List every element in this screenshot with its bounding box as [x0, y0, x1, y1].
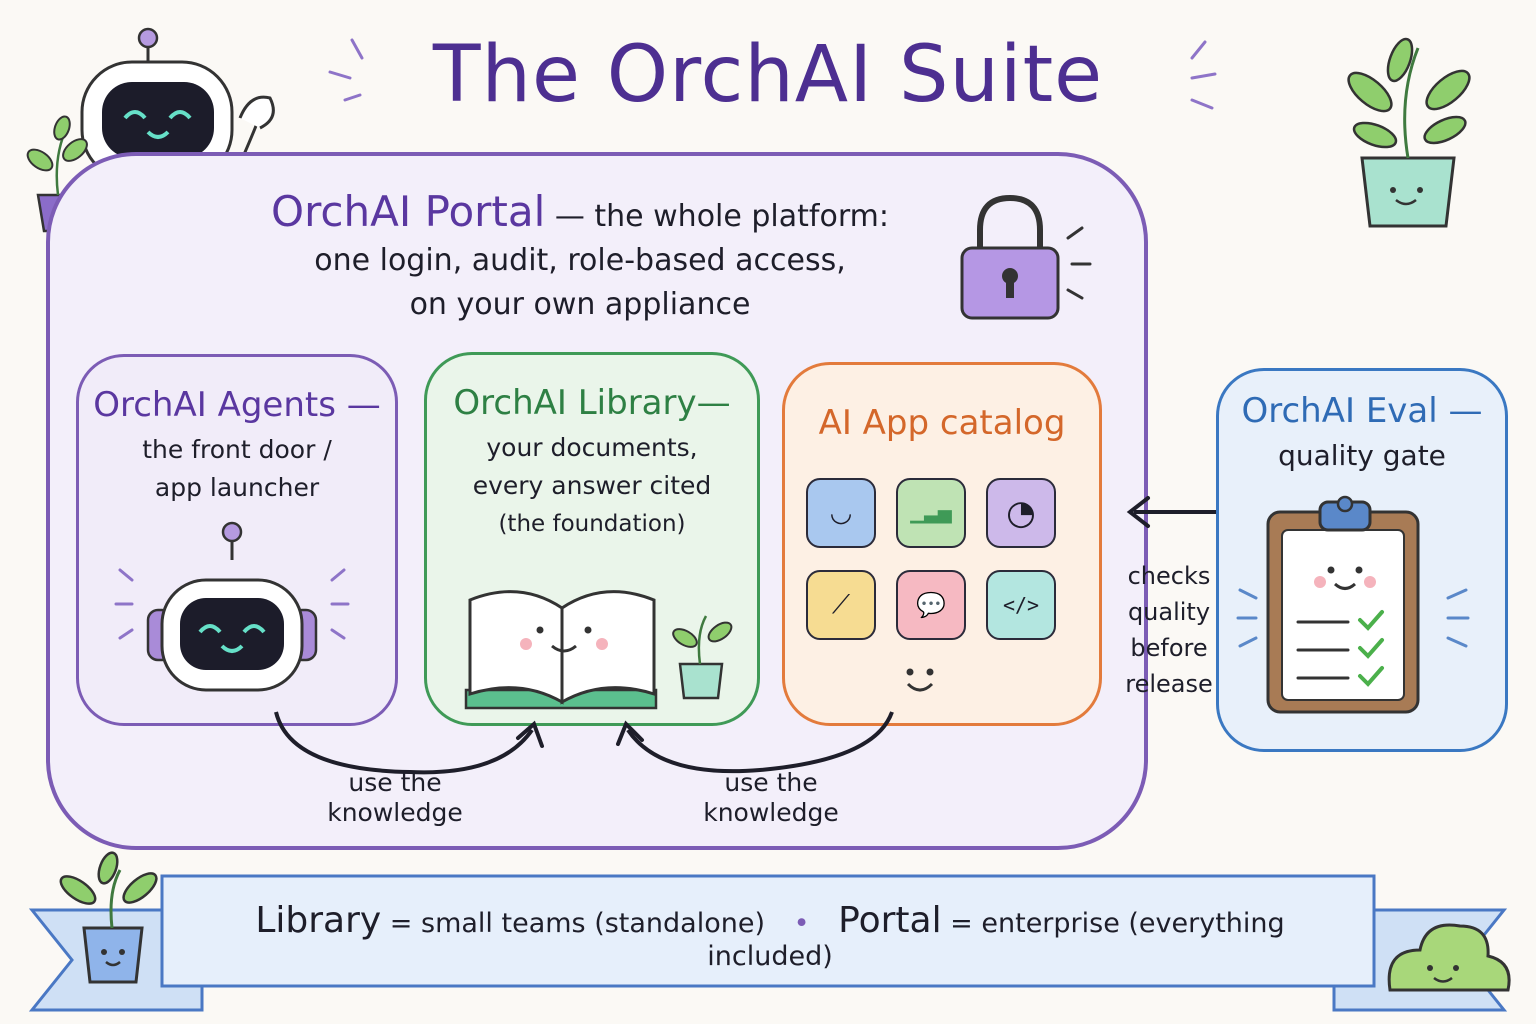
tile-glyph: </> [1002, 593, 1040, 617]
eval-arrow-label-line: before [1130, 634, 1208, 662]
robot-icon [114, 521, 350, 692]
catalog-title: AI App catalog [818, 403, 1066, 443]
smiley-icon[interactable]: ◡ [806, 478, 876, 548]
library-desc-line2: every answer cited [472, 471, 712, 500]
agents-desc-line1: the front door / [142, 435, 332, 464]
knowledge-arrows [274, 711, 894, 775]
code-icon[interactable]: </> [986, 570, 1056, 640]
bush-icon [1387, 923, 1511, 992]
portal-name: OrchAI Portal [271, 187, 546, 236]
portal-line2: one login, audit, role-based access, [314, 243, 846, 278]
eval-arrow [1126, 496, 1216, 528]
banner-separator: • [793, 908, 810, 939]
eval-arrow-label-line: release [1125, 670, 1213, 698]
bar-chart-icon[interactable]: ▁▃▅ [896, 478, 966, 548]
eval-arrow-label: checks quality before release [1124, 558, 1214, 702]
banner-library-desc: = small teams (standalone) [389, 908, 766, 939]
banner-text: Library = small teams (standalone) • Por… [190, 900, 1350, 972]
padlock-icon [960, 194, 1092, 320]
ribbon-banner [28, 851, 1511, 1012]
left-arrow-label-line: knowledge [327, 798, 463, 827]
library-desc-line1: your documents, [486, 433, 698, 462]
line-chart-icon[interactable]: ⟋ [806, 570, 876, 640]
banner-portal: Portal [838, 900, 942, 941]
potted-plant-icon [59, 851, 158, 984]
left-arrow-label: use the knowledge [310, 768, 480, 828]
agents-desc-line2: app launcher [154, 473, 320, 502]
right-arrow-label-line: use the [724, 768, 818, 797]
tile-glyph: 💬 [916, 591, 946, 619]
left-arrow-label-line: use the [348, 768, 442, 797]
banner-portal-desc: = enterprise (everything included) [707, 908, 1285, 972]
right-arrow-label: use the knowledge [686, 768, 856, 828]
agents-title: OrchAI Agents — [93, 385, 381, 425]
eval-desc: quality gate [1278, 439, 1446, 472]
library-desc-line3: (the foundation) [498, 511, 686, 537]
potted-plant-icon [1347, 37, 1471, 228]
chat-bubble-icon[interactable]: 💬 [896, 570, 966, 640]
open-book-icon [464, 590, 733, 710]
page-title: The OrchAI Suite [432, 30, 1104, 120]
tile-glyph: ⟋ [831, 589, 851, 620]
smiley-face-icon [906, 668, 934, 692]
portal-header: OrchAI Portal — the whole platform: one … [180, 190, 980, 327]
eval-title: OrchAI Eval — [1241, 391, 1483, 431]
banner-library: Library [255, 900, 382, 941]
tile-glyph: ▁▃▅ [910, 502, 952, 524]
tile-glyph: ◡ [829, 498, 853, 528]
right-arrow-label-line: knowledge [703, 798, 839, 827]
tile-glyph: ◔ [1006, 493, 1036, 533]
portal-line1: — the whole platform: [554, 199, 889, 234]
portal-line3: on your own appliance [409, 287, 751, 322]
library-title: OrchAI Library— [453, 383, 731, 423]
clipboard-icon [1236, 495, 1470, 714]
sparkle-icon [328, 38, 1217, 110]
pie-chart-icon[interactable]: ◔ [986, 478, 1056, 548]
eval-arrow-label-line: checks [1127, 562, 1211, 590]
eval-arrow-label-line: quality [1127, 598, 1211, 626]
app-tile-grid: ◡ ▁▃▅ ◔ ⟋ 💬 </> [806, 478, 1066, 640]
